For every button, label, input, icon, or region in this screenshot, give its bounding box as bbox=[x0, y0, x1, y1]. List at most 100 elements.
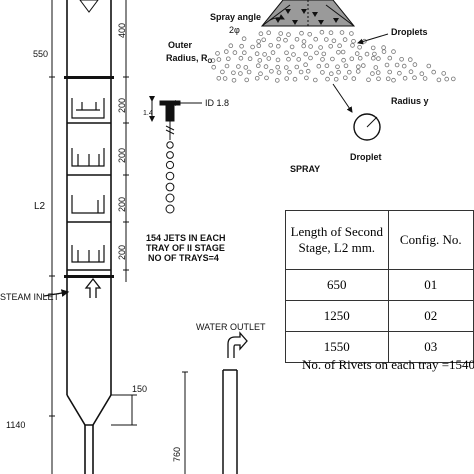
spray-droplet bbox=[346, 69, 352, 75]
spray-droplet bbox=[412, 62, 418, 67]
dim-200-d: 200 bbox=[117, 245, 127, 260]
water-outlet-label: WATER OUTLET bbox=[196, 322, 266, 332]
spray-droplet bbox=[370, 71, 375, 76]
spray-nozzle-marks bbox=[275, 9, 339, 25]
spray-droplet bbox=[336, 49, 341, 55]
cell-length: 1250 bbox=[285, 300, 389, 332]
spray-droplet bbox=[226, 56, 231, 62]
spray-droplet bbox=[412, 75, 417, 80]
spray-droplet bbox=[298, 69, 304, 75]
spray-droplet bbox=[256, 39, 261, 44]
spray-droplet bbox=[330, 56, 335, 62]
spray-droplet bbox=[304, 75, 309, 81]
spray-droplet bbox=[450, 76, 456, 82]
spray-droplet bbox=[263, 64, 269, 69]
spray-angle-arc bbox=[269, 14, 285, 21]
spray-droplet bbox=[328, 30, 334, 36]
spray-droplet bbox=[408, 69, 414, 74]
steam-inlet-arrow bbox=[43, 277, 102, 298]
droplet-pointer bbox=[332, 83, 353, 113]
spray-droplet bbox=[286, 32, 291, 37]
spray-droplet bbox=[261, 37, 267, 43]
jets-note-line-2: TRAY OF II STAGE bbox=[146, 243, 225, 253]
spray-droplet bbox=[239, 43, 244, 49]
spray-droplet bbox=[268, 42, 274, 48]
spray-droplet bbox=[246, 69, 252, 75]
spray-droplet bbox=[431, 69, 437, 75]
dim-400: 400 bbox=[117, 23, 127, 38]
cell-length: 1550 bbox=[285, 331, 389, 363]
spray-droplet bbox=[375, 70, 381, 75]
spray-droplet bbox=[210, 58, 216, 63]
cell-config: 01 bbox=[387, 269, 474, 301]
spray-droplet bbox=[381, 49, 387, 54]
table-row: 1550 03 bbox=[285, 331, 474, 363]
column-flanges bbox=[64, 76, 114, 278]
spray-droplet bbox=[305, 68, 311, 74]
spray-droplet bbox=[275, 64, 281, 70]
spray-droplet bbox=[294, 64, 300, 70]
spray-droplet bbox=[286, 56, 291, 62]
spray-droplet bbox=[341, 57, 346, 63]
spray-droplet bbox=[372, 51, 377, 57]
spray-droplet bbox=[238, 71, 243, 76]
spray-droplet bbox=[232, 50, 238, 55]
spray-droplet bbox=[373, 65, 379, 70]
droplet-label: Droplet bbox=[350, 152, 382, 162]
spray-label: SPRAY bbox=[290, 164, 320, 174]
dim-760: 760 bbox=[172, 447, 182, 462]
spray-droplet bbox=[242, 50, 247, 55]
water-outlet-pipe bbox=[222, 369, 238, 474]
spray-droplet bbox=[269, 69, 274, 74]
cell-config: 02 bbox=[387, 300, 474, 332]
spray-droplet bbox=[291, 52, 296, 57]
spray-droplet bbox=[328, 71, 334, 76]
column-body bbox=[66, 0, 112, 474]
outer-radius-text: Radius, R bbox=[166, 53, 208, 63]
spray-droplet bbox=[441, 71, 447, 76]
spray-droplet bbox=[436, 77, 442, 83]
spray-droplet bbox=[275, 43, 281, 49]
spray-droplet bbox=[283, 37, 288, 43]
right-dimension-line bbox=[111, 0, 137, 426]
tray-1 bbox=[67, 98, 111, 124]
spray-droplet bbox=[254, 76, 260, 81]
spray-droplet bbox=[303, 51, 309, 57]
spray-droplet bbox=[215, 51, 220, 56]
rivets-note: No. of Rivets on each tray =1540 bbox=[302, 357, 474, 372]
dim-200-b: 200 bbox=[117, 148, 127, 163]
spray-droplet bbox=[211, 64, 217, 70]
spray-droplet bbox=[312, 77, 318, 83]
spray-droplet bbox=[301, 43, 307, 49]
spray-droplet bbox=[287, 69, 292, 75]
spray-droplet bbox=[308, 55, 313, 61]
outer-radius-subscript: O bbox=[208, 59, 213, 65]
spray-droplet bbox=[394, 62, 400, 68]
cell-length: 650 bbox=[285, 269, 389, 301]
spray-droplet bbox=[243, 65, 249, 70]
spray-droplet bbox=[262, 52, 267, 57]
spray-droplet bbox=[216, 76, 222, 81]
spray-droplet bbox=[257, 58, 263, 63]
spray-droplet bbox=[264, 75, 269, 81]
spray-droplet bbox=[299, 30, 304, 36]
spray-droplet bbox=[216, 57, 222, 62]
spray-droplet bbox=[350, 43, 355, 48]
spray-droplet bbox=[321, 51, 327, 57]
spray-droplet bbox=[220, 69, 225, 75]
configuration-table: Length of Second Stage, L2 mm. Config. N… bbox=[285, 210, 474, 363]
spray-droplet bbox=[231, 70, 236, 76]
spray-droplet bbox=[324, 63, 330, 68]
dim-l2: L2 bbox=[34, 201, 46, 212]
spray-droplet bbox=[331, 38, 337, 44]
droplets-label: Droplets bbox=[391, 27, 428, 37]
spray-droplet bbox=[397, 70, 402, 76]
spray-droplet bbox=[274, 78, 280, 83]
spray-droplet bbox=[366, 77, 371, 83]
spray-droplet bbox=[370, 45, 376, 51]
spray-droplet bbox=[250, 44, 255, 50]
spray-droplet bbox=[370, 55, 376, 61]
spray-droplet bbox=[381, 45, 386, 50]
spray-droplet bbox=[296, 57, 302, 62]
